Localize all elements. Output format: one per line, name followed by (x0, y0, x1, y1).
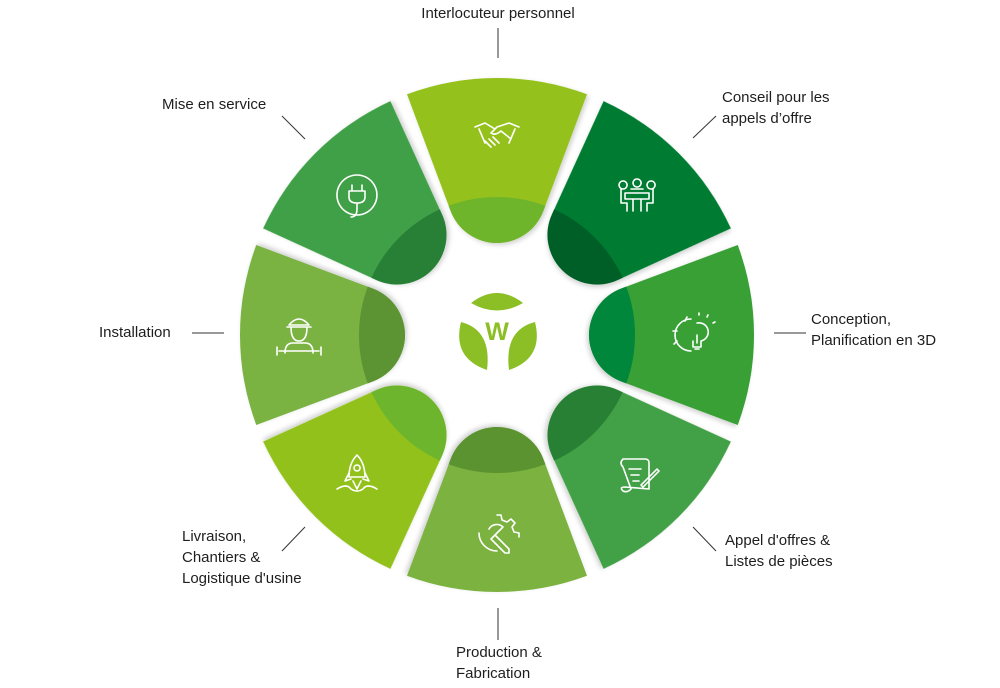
label-installation: Installation (99, 322, 171, 343)
scroll-pen-icon (620, 458, 660, 493)
label-line: Mise en service (162, 96, 267, 113)
handshake-icon (474, 122, 520, 148)
logo-right-leaf (508, 322, 537, 370)
connector-line (692, 526, 717, 552)
segment-interlocuteur (406, 78, 588, 244)
segment-installation (239, 244, 405, 426)
label-line: Logistique d'usine (182, 570, 302, 587)
label-livraison: Livraison, Chantiers & Logistique d'usine (182, 526, 302, 589)
segment-inner-tint (359, 286, 405, 384)
label-line: Installation (99, 324, 171, 341)
plug-icon (336, 174, 378, 218)
label-conception: Conception, Planification en 3D (811, 309, 936, 351)
label-line: Appel d'offres & (725, 532, 831, 549)
label-line: Interlocuteur personnel (421, 5, 575, 22)
segment-conception (589, 244, 755, 426)
segment-conseil (547, 101, 731, 285)
label-line: Livraison, (182, 528, 247, 545)
label-interlocuteur: Interlocuteur personnel (388, 3, 608, 24)
gear-lightbulb-icon (672, 312, 716, 352)
connector-line (281, 526, 306, 552)
segment-body (589, 244, 755, 426)
segment-inner-tint (547, 385, 623, 461)
segment-inner-tint (371, 385, 447, 461)
label-line: Planification en 3D (811, 332, 937, 349)
label-line: Listes de pièces (725, 553, 833, 570)
label-line: appels d’offre (722, 110, 812, 127)
segment-body (406, 427, 588, 592)
meeting-table-icon (618, 178, 656, 212)
label-line: Production & (456, 644, 542, 661)
worker-wrench-icon (276, 318, 322, 356)
label-line: Fabrication (456, 665, 531, 682)
segment-inner-tint (589, 286, 635, 384)
label-mise: Mise en service (162, 94, 266, 115)
logo-letter: W (485, 318, 509, 346)
connector-line (692, 115, 717, 139)
logo-top-leaf (471, 293, 523, 311)
label-conseil: Conseil pour les appels d’offre (722, 87, 830, 129)
segment-inner-tint (448, 427, 546, 473)
label-line: Chantiers & (182, 549, 261, 566)
rocket-icon (336, 454, 378, 492)
segment-appel (547, 385, 731, 569)
label-line: Conseil pour les (722, 89, 830, 106)
connector-line (281, 115, 306, 140)
gear-wrench-icon (478, 514, 520, 554)
segment-production (406, 427, 588, 592)
label-line: Conception, (811, 311, 892, 328)
segment-livraison (263, 385, 447, 569)
label-appel: Appel d'offres & Listes de pièces (725, 530, 833, 572)
segment-body (239, 244, 405, 426)
label-production: Production & Fabrication (456, 642, 542, 684)
segment-inner-tint (448, 197, 546, 243)
segment-inner-tint (547, 209, 623, 285)
logo-left-leaf (459, 322, 488, 370)
segment-body (406, 78, 588, 244)
segment-mise (263, 101, 447, 285)
center-logo: W (459, 293, 537, 370)
segment-inner-tint (371, 209, 447, 285)
